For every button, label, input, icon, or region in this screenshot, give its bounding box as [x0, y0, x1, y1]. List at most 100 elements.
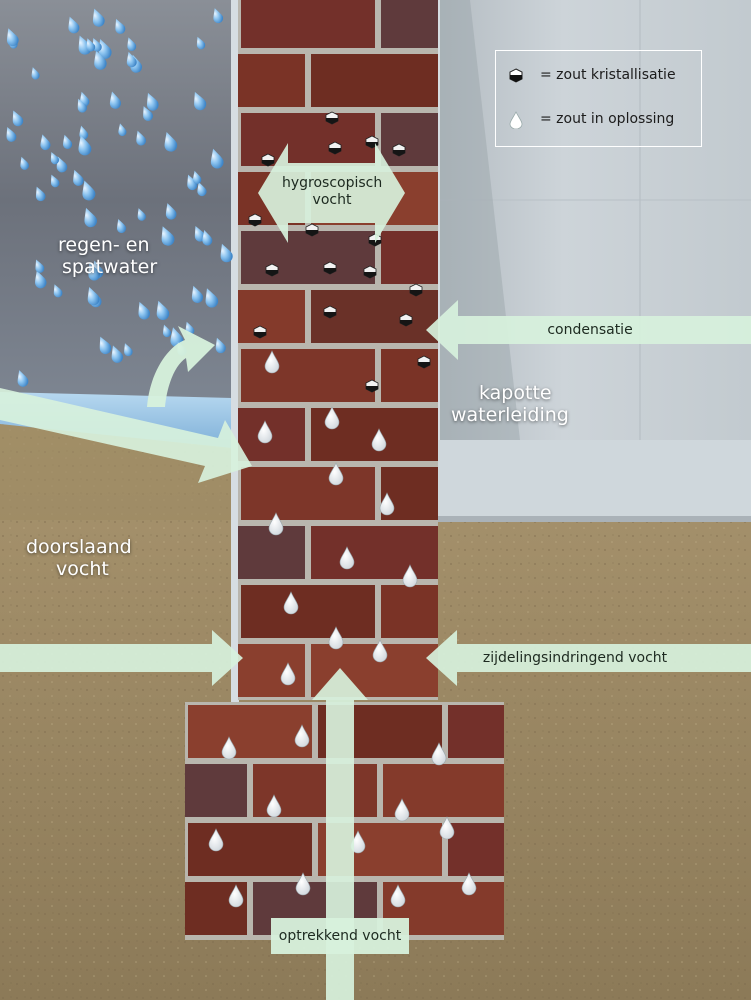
rain-drop [215, 337, 226, 354]
hygroscopic-arrow [258, 143, 405, 243]
rain-drop [99, 336, 112, 354]
lateral-arrow-right [426, 630, 751, 686]
salt-droplet [461, 872, 477, 896]
salt-crystal-shadow [364, 272, 376, 278]
splash-curve-arrow [147, 326, 215, 407]
brick [241, 585, 375, 638]
salt-crystal-icon [509, 68, 523, 83]
salt-crystals [248, 111, 431, 393]
rain-drop [194, 225, 206, 242]
rain-drop [87, 286, 100, 306]
rain-label: regen- en spatwater [58, 234, 157, 278]
rain-drop [220, 243, 233, 263]
salt-droplet [280, 662, 296, 686]
rain-drop [111, 345, 124, 363]
salt-droplet [295, 872, 311, 896]
brick [238, 526, 305, 579]
rain-drop [51, 174, 60, 188]
brick [188, 823, 312, 876]
salt-droplet [372, 639, 388, 663]
salt-droplet [266, 794, 282, 818]
rain-drop [192, 170, 202, 184]
rising-moisture-label: optrekkend vocht [278, 928, 402, 944]
rain-drop [118, 123, 127, 136]
rain-drop [164, 132, 178, 152]
rain-drop [202, 230, 213, 246]
brick [311, 526, 438, 579]
hygroscopic-line2: vocht [312, 192, 352, 208]
rain-drop [50, 151, 60, 165]
salt-crystal-shadow [266, 270, 278, 276]
brick [238, 644, 305, 697]
rain-drop [86, 38, 96, 52]
brick [241, 349, 375, 402]
brick [185, 764, 247, 817]
salt-droplet [328, 462, 344, 486]
rain-drop [68, 16, 80, 34]
brick [241, 467, 375, 520]
salt-droplet [283, 591, 299, 615]
rain-drop [84, 207, 97, 228]
penetrating-line1: doorslaand [26, 536, 132, 558]
legend-solution-text: = zout in oplossing [540, 111, 675, 127]
condensation-label: condensatie [547, 322, 633, 338]
salt-crystal-shadow [393, 150, 405, 156]
lateral-arrow-left [0, 630, 243, 686]
rain-drop [127, 37, 137, 51]
rain-drop [94, 50, 107, 70]
salt-droplet [208, 828, 224, 852]
wall-plaster-right [437, 0, 440, 440]
salt-droplet [402, 564, 418, 588]
brick [381, 585, 438, 638]
salt-crystal-shadow [326, 118, 338, 124]
salt-crystal-shadow [306, 230, 318, 236]
salt-droplet [257, 420, 273, 444]
salt-droplet [228, 884, 244, 908]
salt-crystal-shadow [254, 332, 266, 338]
broken-pipe-line2: waterleiding [451, 404, 569, 426]
brick [381, 113, 438, 166]
salt-crystal-shadow [400, 320, 412, 326]
brick [238, 54, 305, 107]
rain-drop [98, 39, 112, 59]
rain-drop [194, 91, 207, 111]
interior-floor [438, 440, 751, 520]
salt-droplet [390, 884, 406, 908]
salt-droplet [328, 626, 344, 650]
rain-drop [191, 285, 204, 303]
rain-drop [147, 92, 159, 111]
hygroscopic-line1: hygroscopisch [282, 175, 383, 191]
salt-crystal-shadow [262, 160, 274, 166]
salt-droplet [268, 512, 284, 536]
rain-drop [17, 370, 29, 387]
rain-drop [136, 130, 146, 146]
rain-drop [210, 148, 224, 169]
wall-plaster-left [231, 0, 239, 702]
rain-drop [35, 259, 45, 273]
salt-crystal-shadow [324, 312, 336, 318]
legend: = zout kristallisatie = zout in oplossin… [495, 50, 702, 147]
hygroscopic-label: hygroscopisch vocht [282, 175, 382, 209]
rain-drop [196, 36, 206, 50]
lateral-moisture-label: zijdelingsindringend vocht [482, 650, 668, 666]
rain-drop [63, 134, 73, 149]
rain-drop [124, 343, 133, 357]
salt-droplet [371, 428, 387, 452]
legend-crystal-text: = zout kristallisatie [540, 67, 676, 83]
salt-droplet [339, 546, 355, 570]
salt-droplet [324, 406, 340, 430]
salt-droplet [431, 742, 447, 766]
brick [448, 705, 504, 758]
salt-crystal-shadow [410, 290, 422, 296]
rain-drop [56, 156, 68, 173]
rain-drop [205, 288, 219, 308]
rain-drop [213, 8, 224, 24]
rising-arrow [312, 668, 368, 1000]
rain-drop [138, 301, 151, 320]
rain-drop [77, 98, 87, 113]
salt-crystal-shadow [329, 148, 341, 154]
salt-droplet [221, 736, 237, 760]
penetrating-moisture-arrow [0, 388, 252, 483]
rain-drop [31, 67, 40, 80]
salt-droplet [294, 724, 310, 748]
